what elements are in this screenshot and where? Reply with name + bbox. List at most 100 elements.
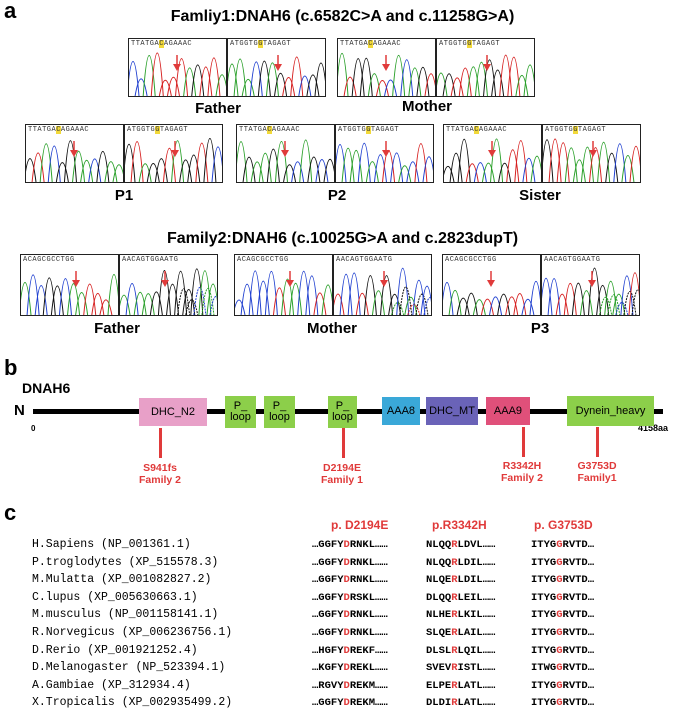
trace-peak <box>162 147 176 182</box>
alignment-segment-3: ITWGGRVTD… <box>531 662 595 675</box>
trace-peak <box>375 79 389 96</box>
trace-peak <box>396 267 410 315</box>
trace-peak <box>290 56 304 96</box>
trace-peak <box>357 143 371 182</box>
trace-peak <box>506 149 520 182</box>
family1-mother-label: Mother <box>402 98 452 115</box>
trace-peak <box>104 161 118 182</box>
trace-peak <box>612 293 626 315</box>
trace-peak <box>96 150 110 182</box>
trace-peak <box>242 156 256 182</box>
trace-peak <box>365 161 379 182</box>
trace-sequence: ACAGCGCCTGG <box>23 256 75 264</box>
trace-peak <box>579 290 593 315</box>
trace-peak <box>157 269 171 315</box>
trace-peak <box>556 142 570 182</box>
domain-dynein-heavy: Dynein_heavy <box>567 396 654 426</box>
trace-peak-secondary <box>623 291 637 315</box>
trace-peak <box>291 161 305 182</box>
trace-peak <box>605 152 619 182</box>
trace-sequence: ATGGTGGTAGAGT <box>439 40 501 48</box>
trace-peak <box>442 73 456 96</box>
chromatogram: ATGGTGGTAGAGT <box>335 124 434 183</box>
domain-p-loop-2: P_loop <box>264 396 295 428</box>
alignment-segment-3: ITYGGRVTD… <box>531 574 595 587</box>
mutation-marker-d2194e <box>342 428 345 458</box>
family2-title: Family2:DNAH6 (c.10025G>A and c.2823dupT… <box>166 230 519 247</box>
trace-peak <box>174 271 188 315</box>
trace-peak <box>34 285 48 315</box>
trace-peak <box>72 150 86 182</box>
position-label-r3342h: p.R3342H <box>432 518 487 532</box>
species-label: R.Norvegicus (XP_006236756.1) <box>32 626 233 639</box>
trace-peaks <box>120 268 217 315</box>
domain-p-loop-1-label: P_loop <box>230 400 251 423</box>
family1-p1-label: P1 <box>114 187 134 204</box>
trace-peak <box>420 285 431 315</box>
trace-peak <box>542 278 553 315</box>
trace-peak <box>499 54 513 96</box>
trace-peak <box>621 155 635 182</box>
trace-peaks <box>237 139 334 182</box>
trace-peaks <box>228 55 325 96</box>
trace-peak <box>39 143 53 182</box>
trace-peak <box>604 280 618 315</box>
trace-peak <box>323 159 334 182</box>
trace-peak <box>450 77 464 96</box>
trace-peak <box>390 152 404 182</box>
trace-sequence: AACAGTGGAATG <box>122 256 179 264</box>
family1-p2-label: P2 <box>327 187 347 204</box>
trace-peak <box>367 73 381 96</box>
trace-peak <box>371 290 385 315</box>
species-label: H.Sapiens (NP_001361.1) <box>32 538 191 551</box>
trace-peaks <box>443 271 540 315</box>
trace-peak <box>555 293 569 315</box>
trace-peak <box>195 142 209 182</box>
trace-peak <box>42 277 56 315</box>
trace-peak <box>187 154 201 182</box>
alignment-segment-2: NLQERLDIL…… <box>426 574 496 587</box>
trace-peak <box>472 299 486 315</box>
trace-peak <box>83 283 97 315</box>
trace-sequence: AACAGTGGAATG <box>544 256 601 264</box>
trace-peak <box>298 75 312 96</box>
trace-peak-secondary <box>599 296 613 315</box>
trace-peak <box>513 292 527 315</box>
mutation-arrow-icon <box>161 280 169 287</box>
alignment-segment-2: DLDIRLATL…… <box>426 697 496 709</box>
trace-peak <box>406 161 420 182</box>
trace-peak <box>281 278 295 315</box>
trace-peak <box>306 74 320 96</box>
trace-peak <box>338 53 349 96</box>
n-terminus: N <box>14 402 25 419</box>
trace-sequence: TTATGACAGAAAC <box>239 126 301 134</box>
trace-peaks <box>129 52 226 96</box>
trace-sequence: TTATGACAGAAAC <box>28 126 90 134</box>
mutation-arrow-icon <box>382 150 390 157</box>
trace-peak <box>448 290 462 315</box>
alignment-segment-2: NLHERLKIL…… <box>426 609 496 622</box>
trace-peak <box>481 162 495 182</box>
trace-peak-secondary <box>399 286 413 315</box>
species-label: M.musculus (NP_001158141.1) <box>32 608 219 622</box>
trace-peak <box>237 141 248 182</box>
mutation-arrow-icon <box>589 150 597 157</box>
trace-peak <box>75 292 89 315</box>
alignment-segment-3: ITYGGRVTD… <box>531 539 595 551</box>
family1-father-label: Father <box>195 100 241 117</box>
trace-peak <box>282 77 296 96</box>
trace-peak <box>258 152 272 182</box>
trace-peak <box>437 72 448 96</box>
trace-peak-secondary <box>177 288 191 315</box>
mutation-name: R3342H <box>502 460 542 472</box>
trace-peak <box>146 163 160 182</box>
mutation-family: Family1 <box>577 472 617 484</box>
trace-peak <box>596 284 610 315</box>
alignment-segment-2: NLQQRLDVL…… <box>426 539 496 551</box>
chromatogram: TTATGACAGAAAC <box>236 124 335 183</box>
trace-peaks <box>125 138 222 182</box>
trace-peak <box>158 79 172 96</box>
trace-peak <box>373 154 387 182</box>
trace-peak <box>563 282 577 315</box>
